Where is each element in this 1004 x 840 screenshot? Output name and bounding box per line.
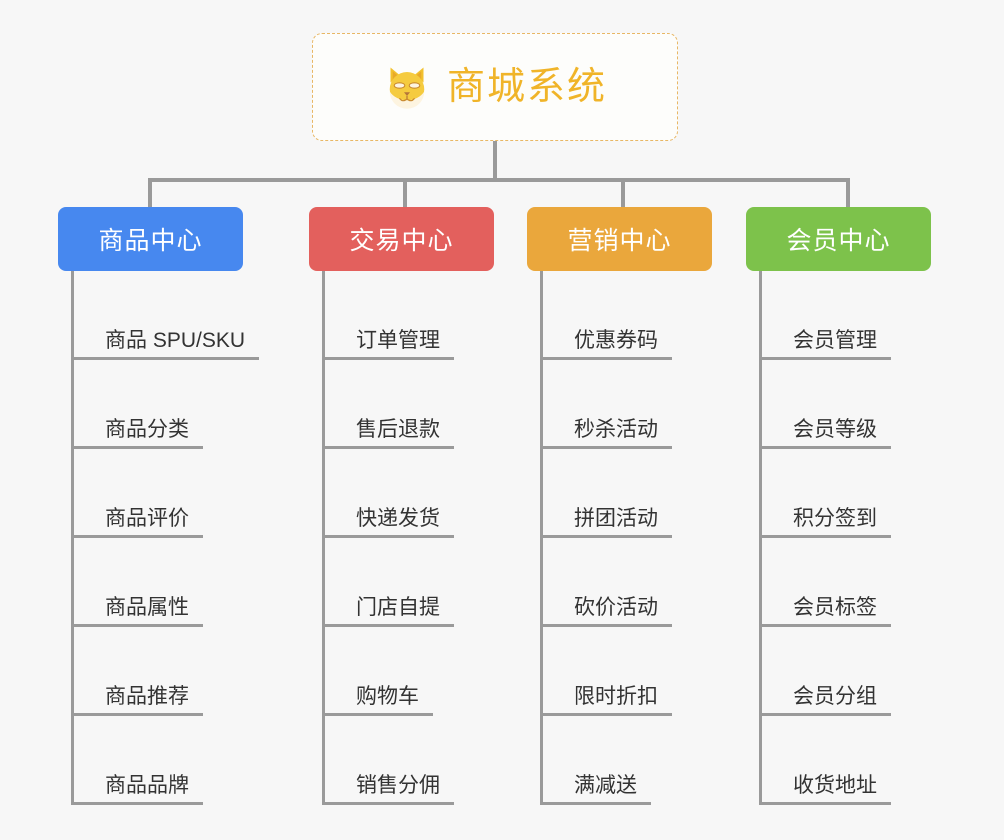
list-item[interactable]: 售后退款 [322, 360, 454, 449]
branch-spine [71, 271, 74, 805]
connector-drop-product-center [148, 178, 152, 209]
leaf-label: 购物车 [322, 686, 433, 716]
list-item[interactable]: 商品评价 [71, 449, 259, 538]
leaf-label: 优惠券码 [540, 330, 672, 360]
connector-drop-trade-center [403, 178, 407, 209]
leaf-label: 会员标签 [759, 597, 891, 627]
connector-root-stem [493, 141, 497, 181]
list-item[interactable]: 会员管理 [759, 271, 891, 360]
leaf-label: 积分签到 [759, 508, 891, 538]
connector-drop-marketing-center [621, 178, 625, 209]
list-item[interactable]: 商品属性 [71, 538, 259, 627]
list-item[interactable]: 积分签到 [759, 449, 891, 538]
category-label: 商品中心 [98, 227, 203, 255]
leaf-label: 商品推荐 [71, 686, 203, 716]
leaf-label: 商品属性 [71, 597, 203, 627]
branch-spine [322, 271, 325, 805]
leaf-label: 满减送 [540, 775, 651, 805]
list-item[interactable]: 销售分佣 [322, 716, 454, 805]
root-node-title: 商城系统 [446, 66, 607, 108]
leaf-label: 砍价活动 [540, 597, 672, 627]
list-item[interactable]: 会员分组 [759, 627, 891, 716]
branch-trade-center: 订单管理 售后退款 快递发货 门店自提 购物车 销售分佣 [322, 271, 454, 805]
branch-spine [540, 271, 543, 805]
list-item[interactable]: 会员等级 [759, 360, 891, 449]
list-item[interactable]: 快递发货 [322, 449, 454, 538]
list-item[interactable]: 秒杀活动 [540, 360, 672, 449]
branch-member-center: 会员管理 会员等级 积分签到 会员标签 会员分组 收货地址 [759, 271, 891, 805]
list-item[interactable]: 限时折扣 [540, 627, 672, 716]
leaf-label: 限时折扣 [540, 686, 672, 716]
list-item[interactable]: 收货地址 [759, 716, 891, 805]
leaf-label: 门店自提 [322, 597, 454, 627]
list-item[interactable]: 商品品牌 [71, 716, 259, 805]
list-item[interactable]: 购物车 [322, 627, 454, 716]
category-box-trade-center[interactable]: 交易中心 [309, 207, 494, 271]
connector-drop-member-center [846, 178, 850, 209]
shiba-dog-icon [389, 67, 425, 109]
leaf-label: 拼团活动 [540, 508, 672, 538]
leaf-label: 秒杀活动 [540, 419, 672, 449]
root-node-mall-system[interactable]: 商城系统 [312, 33, 678, 141]
category-box-member-center[interactable]: 会员中心 [746, 207, 931, 271]
list-item[interactable]: 优惠券码 [540, 271, 672, 360]
leaf-label: 售后退款 [322, 419, 454, 449]
leaf-label: 收货地址 [759, 775, 891, 805]
leaf-label: 快递发货 [322, 508, 454, 538]
branch-product-center: 商品 SPU/SKU 商品分类 商品评价 商品属性 商品推荐 商品品牌 [71, 271, 260, 805]
list-item[interactable]: 门店自提 [322, 538, 454, 627]
list-item[interactable]: 订单管理 [322, 271, 454, 360]
leaf-label: 商品评价 [71, 508, 203, 538]
list-item[interactable]: 满减送 [540, 716, 672, 805]
list-item[interactable]: 商品推荐 [71, 627, 259, 716]
leaf-label: 商品品牌 [71, 775, 203, 805]
list-item[interactable]: 商品 SPU/SKU [71, 271, 260, 360]
leaf-label: 商品分类 [71, 419, 203, 449]
list-item[interactable]: 拼团活动 [540, 449, 672, 538]
leaf-label: 商品 SPU/SKU [71, 330, 260, 360]
leaf-label: 销售分佣 [322, 775, 454, 805]
connector-bus [148, 178, 850, 182]
category-box-marketing-center[interactable]: 营销中心 [527, 207, 712, 271]
category-label: 营销中心 [567, 227, 672, 255]
leaf-label: 订单管理 [322, 330, 454, 360]
leaf-label: 会员管理 [759, 330, 891, 360]
list-item[interactable]: 会员标签 [759, 538, 891, 627]
list-item[interactable]: 砍价活动 [540, 538, 672, 627]
leaf-label: 会员等级 [759, 419, 891, 449]
branch-spine [759, 271, 762, 805]
category-label: 会员中心 [786, 227, 891, 255]
category-box-product-center[interactable]: 商品中心 [58, 207, 243, 271]
list-item[interactable]: 商品分类 [71, 360, 259, 449]
leaf-label: 会员分组 [759, 686, 891, 716]
branch-marketing-center: 优惠券码 秒杀活动 拼团活动 砍价活动 限时折扣 满减送 [540, 271, 672, 805]
category-label: 交易中心 [349, 227, 454, 255]
